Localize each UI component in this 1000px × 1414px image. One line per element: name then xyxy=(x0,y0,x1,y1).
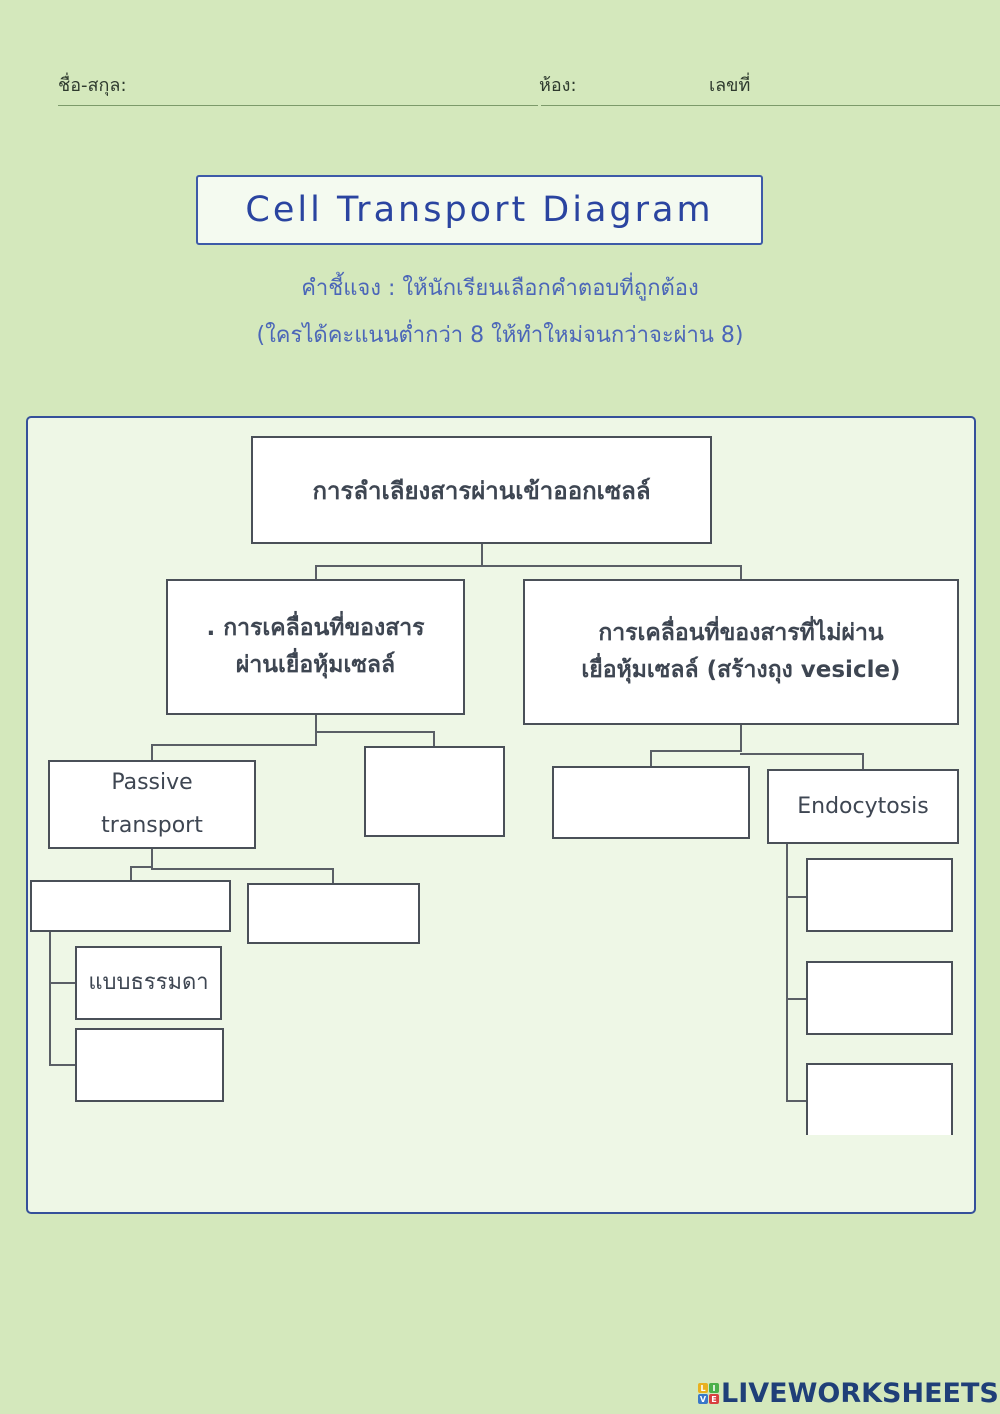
number-label: เลขที่ xyxy=(709,75,751,96)
passive-transport-node: Passive transport xyxy=(48,760,256,849)
liveworksheets-logo: L I V E LIVEWORKSHEETS xyxy=(698,1378,999,1409)
endocytosis-sub3-answer-box[interactable] xyxy=(806,1063,953,1135)
connector xyxy=(650,750,742,752)
connector xyxy=(315,565,317,581)
connector xyxy=(130,866,132,882)
connector xyxy=(49,930,51,1066)
connector xyxy=(315,714,317,745)
connector xyxy=(49,982,77,984)
connector xyxy=(740,724,742,752)
instruction-line-2: (ใครได้คะแนนต่ำกว่า 8 ให้ทำใหม่จนกว่าจะผ… xyxy=(256,323,744,348)
name-label: ชื่อ-สกุล: xyxy=(58,75,127,96)
connector xyxy=(49,1064,77,1066)
connector xyxy=(862,753,864,770)
connector xyxy=(315,731,435,733)
connector xyxy=(151,848,153,868)
facilitated-diffusion-answer-box[interactable] xyxy=(75,1028,224,1102)
logo-cell-i: I xyxy=(709,1383,719,1393)
simple-diffusion-node: แบบธรรมดา xyxy=(75,946,222,1020)
instruction-line-1: คำชี้แจง : ให้นักเรียนเลือกคำตอบที่ถูกต้… xyxy=(301,276,699,301)
osmosis-answer-box[interactable] xyxy=(247,883,420,944)
logo-cell-l: L xyxy=(698,1383,708,1393)
connector xyxy=(740,753,864,755)
connector xyxy=(151,868,334,870)
connector xyxy=(650,750,652,767)
room-label: ห้อง: xyxy=(539,75,577,96)
membrane-transport-node: . การเคลื่อนที่ของสาร ผ่านเยื่อหุ้มเซลล์ xyxy=(166,579,465,715)
membrane-transport-label: . การเคลื่อนที่ของสาร ผ่านเยื่อหุ้มเซลล์ xyxy=(206,615,425,678)
title-box: Cell Transport Diagram xyxy=(196,175,763,245)
endocytosis-label: Endocytosis xyxy=(797,793,929,819)
logo-cell-e: E xyxy=(709,1394,719,1404)
vesicle-transport-node: การเคลื่อนที่ของสารที่ไม่ผ่าน เยื่อหุ้มเ… xyxy=(523,579,959,725)
connector xyxy=(151,744,153,761)
connector xyxy=(130,866,153,868)
endocytosis-sub1-answer-box[interactable] xyxy=(806,858,953,932)
connector xyxy=(315,565,742,567)
root-node: การลำเลียงสารผ่านเข้าออกเซลล์ xyxy=(251,436,712,544)
connector xyxy=(151,744,317,746)
exocytosis-answer-box[interactable] xyxy=(552,766,750,839)
vesicle-transport-label: การเคลื่อนที่ของสารที่ไม่ผ่าน เยื่อหุ้มเ… xyxy=(581,620,901,683)
connector xyxy=(332,868,334,884)
root-node-label: การลำเลียงสารผ่านเข้าออกเซลล์ xyxy=(312,477,651,505)
logo-text: LIVEWORKSHEETS xyxy=(721,1378,999,1409)
simple-diffusion-label: แบบธรรมดา xyxy=(88,970,209,996)
connector xyxy=(786,1100,808,1102)
connector xyxy=(786,843,788,1101)
endocytosis-sub2-answer-box[interactable] xyxy=(806,961,953,1035)
room-number-underline xyxy=(541,105,1000,106)
connector xyxy=(740,565,742,581)
name-underline xyxy=(58,105,538,106)
logo-cell-v: V xyxy=(698,1394,708,1404)
connector xyxy=(481,542,483,566)
endocytosis-node: Endocytosis xyxy=(767,769,959,844)
passive-transport-label: Passive transport xyxy=(101,769,203,838)
diffusion-answer-box[interactable] xyxy=(30,880,231,932)
page-title: Cell Transport Diagram xyxy=(245,190,714,230)
connector xyxy=(786,896,808,898)
connector xyxy=(433,731,435,748)
logo-icon: L I V E xyxy=(698,1383,719,1404)
active-transport-answer-box[interactable] xyxy=(364,746,505,837)
connector xyxy=(786,998,808,1000)
